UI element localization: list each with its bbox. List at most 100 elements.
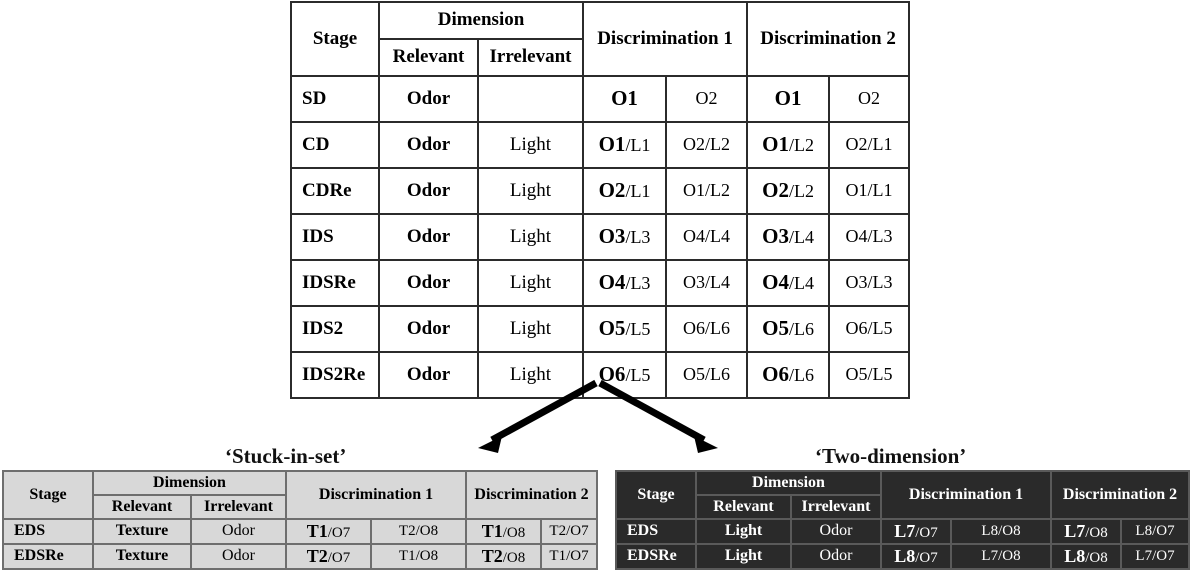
stuck-in-set-table: Stage Dimension Discrimination 1 Discrim… (2, 470, 598, 570)
cell-relevant-dimension: Light (695, 543, 792, 570)
header-dimension: Dimension (92, 470, 287, 496)
paired-stimulus: /L4 (788, 227, 814, 248)
paired-stimulus: /O7 (915, 549, 938, 566)
arrow-right (598, 379, 718, 453)
cell-stage: EDSRe (2, 543, 94, 570)
cell-d1-incorrect: O2/L2 (665, 121, 749, 169)
cell-d2-correct: O1 (746, 75, 831, 123)
table-header-row-2: Relevant Irrelevant (291, 38, 909, 77)
paired-stimulus: /O7 (327, 549, 351, 566)
paired-stimulus: O4/L3 (845, 225, 893, 246)
cell-d1-correct: T2/O7 (285, 543, 372, 570)
cell-d2-incorrect: L8/O7 (1120, 518, 1190, 545)
cell-relevant-dimension: Texture (92, 518, 192, 545)
header-stage: Stage (2, 470, 94, 520)
paired-stimulus: O2 (858, 87, 881, 108)
paired-stimulus: /O8 (502, 549, 526, 566)
cell-d1-correct: O4/L3 (582, 259, 668, 307)
header-discrimination-2: Discrimination 2 (465, 470, 598, 520)
cell-stage: EDS (615, 518, 697, 545)
cell-d2-correct: T2/O8 (465, 543, 542, 570)
correct-stimulus: O6 (598, 362, 626, 387)
paired-stimulus: /L6 (788, 365, 814, 386)
cell-d2-incorrect: O1/L1 (828, 167, 911, 215)
header-stage: Stage (290, 1, 380, 77)
paired-stimulus: O6/L5 (845, 317, 893, 338)
paired-stimulus: O5/L5 (845, 363, 893, 384)
correct-stimulus: O6 (762, 362, 789, 387)
cell-d2-incorrect: O2 (828, 75, 911, 123)
cell-d1-correct: O5/L5 (582, 305, 668, 353)
cell-stage: CD (290, 121, 380, 169)
cell-d2-correct: O2/L2 (746, 167, 831, 215)
caption-stuck-in-set: ‘Stuck-in-set’ (225, 444, 347, 468)
cell-d1-incorrect: O1/L2 (665, 167, 749, 215)
two-dimension-table: Stage Dimension Discrimination 1 Discrim… (615, 470, 1190, 570)
header-stage: Stage (615, 470, 697, 520)
correct-stimulus: L7 (894, 520, 916, 541)
correct-stimulus: T2 (481, 545, 503, 566)
cell-stage: EDS (2, 518, 94, 545)
paired-stimulus: O2 (695, 87, 718, 108)
cell-d1-correct: O3/L3 (582, 213, 668, 261)
cell-d1-correct: O2/L1 (582, 167, 668, 215)
correct-stimulus: T1 (306, 520, 328, 541)
cell-d2-incorrect: T1/O7 (540, 543, 598, 570)
correct-stimulus: O4 (762, 270, 789, 295)
paired-stimulus: O2/L1 (845, 133, 893, 154)
paired-stimulus: /O7 (915, 524, 938, 541)
correct-stimulus: O1 (598, 132, 626, 157)
cell-stage: IDSRe (290, 259, 380, 307)
cell-d2-incorrect: O5/L5 (828, 351, 911, 399)
paired-stimulus: L8/O8 (981, 523, 1021, 540)
cell-d2-correct: T1/O8 (465, 518, 542, 545)
paired-stimulus: /L2 (788, 135, 814, 156)
paired-stimulus: T2/O7 (549, 523, 589, 540)
paired-stimulus: /L5 (625, 365, 651, 386)
cell-d1-correct: L8/O7 (880, 543, 952, 570)
table-header-row-2: Relevant Irrelevant (616, 494, 1189, 520)
cell-irrelevant-dimension: Light (476, 213, 585, 261)
cell-d2-correct: O6/L6 (746, 351, 831, 399)
paired-stimulus: /L3 (625, 273, 651, 294)
paired-stimulus: /O8 (502, 524, 526, 541)
paired-stimulus: /L6 (788, 319, 814, 340)
paired-stimulus: O3/L4 (683, 271, 731, 292)
table-header-row-1: Stage Dimension Discrimination 1 Discrim… (2, 470, 598, 520)
header-dimension: Dimension (377, 1, 585, 40)
branch-arrows (478, 379, 718, 453)
paired-stimulus: O1/L1 (845, 179, 893, 200)
cell-stage: IDS (290, 213, 380, 261)
paired-stimulus: O6/L6 (683, 317, 731, 338)
cell-relevant-dimension: Odor (378, 213, 479, 261)
cell-d1-incorrect: O3/L4 (665, 259, 749, 307)
paired-stimulus: O3/L3 (845, 271, 893, 292)
paired-stimulus: O5/L6 (683, 363, 731, 384)
cell-d2-correct: L8/O8 (1050, 543, 1122, 570)
header-irrelevant: Irrelevant (790, 494, 882, 520)
cell-stage: SD (290, 75, 380, 123)
cell-d1-correct: L7/O7 (880, 518, 952, 545)
cell-d1-incorrect: O6/L6 (665, 305, 749, 353)
cell-d2-incorrect: L7/O7 (1120, 543, 1190, 570)
cell-d1-incorrect: O2 (665, 75, 749, 123)
header-discrimination-2: Discrimination 2 (746, 1, 911, 77)
paired-stimulus: O1/L2 (683, 179, 731, 200)
cell-irrelevant-dimension: Light (476, 167, 585, 215)
cell-irrelevant-dimension: Odor (190, 518, 287, 545)
cell-d2-correct: L7/O8 (1050, 518, 1122, 545)
paired-stimulus: L7/O8 (981, 548, 1021, 565)
table-header-row-2: Relevant Irrelevant (3, 494, 597, 520)
caption-two-dimension: ‘Two-dimension’ (815, 444, 967, 468)
header-irrelevant: Irrelevant (190, 494, 287, 520)
cell-irrelevant-dimension (476, 75, 585, 123)
cell-stage: EDSRe (615, 543, 697, 570)
cell-irrelevant-dimension: Odor (790, 518, 882, 545)
correct-stimulus: O1 (774, 86, 802, 111)
paired-stimulus: O4/L4 (683, 225, 731, 246)
correct-stimulus: O3 (762, 224, 789, 249)
cell-stage: IDS2 (290, 305, 380, 353)
